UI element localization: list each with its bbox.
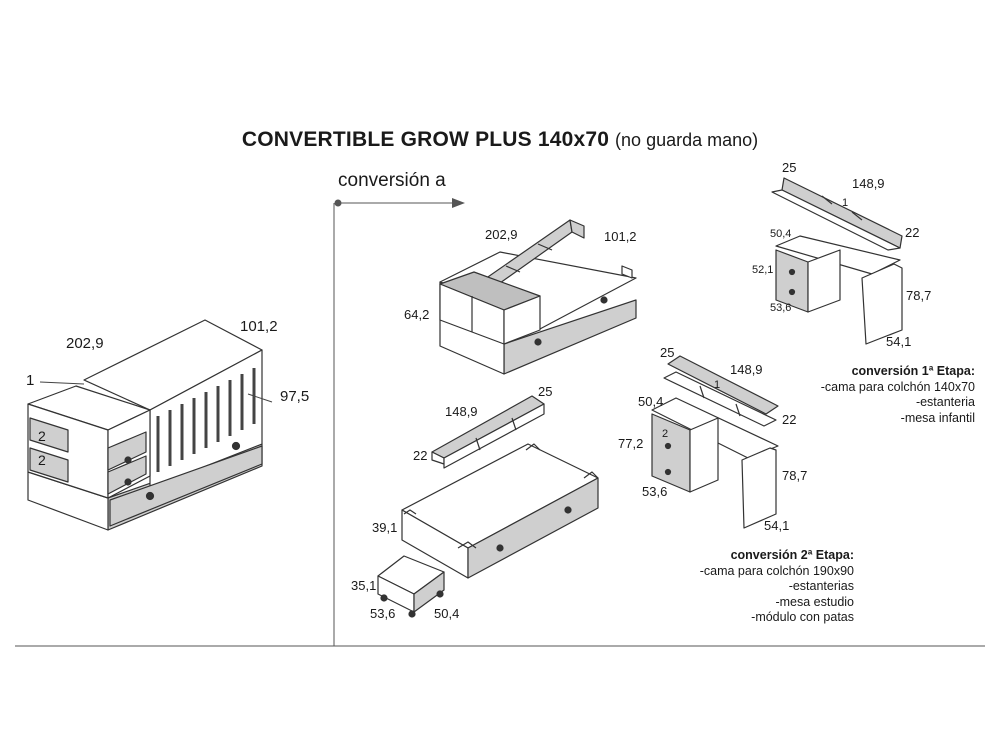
- desk2-width-label: 54,1: [764, 518, 790, 533]
- desk2-height-label: 78,7: [782, 468, 808, 483]
- crib-length-label: 202,9: [66, 335, 104, 352]
- crib-drawer-b-label: 2: [38, 452, 46, 468]
- desk2-shelf-length-label: 148,9: [730, 362, 763, 377]
- crib-drawer-a-label: 2: [38, 428, 46, 444]
- desk1-height-label: 78,7: [906, 288, 932, 303]
- bed1-length-label: 202,9: [485, 227, 518, 242]
- bed-stage2-drawing: [401, 443, 599, 579]
- module-depth-label: 50,4: [434, 606, 460, 621]
- desk1-drawer-height-label: 52,1: [752, 264, 774, 276]
- stage1-note: conversión 1ª Etapa: -cama para colchón …: [821, 364, 975, 426]
- stage2-note-line: -módulo con patas: [751, 610, 854, 624]
- desk1-top-depth-label: 50,4: [770, 228, 792, 240]
- shelf2-length-label: 148,9: [445, 404, 478, 419]
- desk1-shelf-depth-label: 25: [782, 160, 797, 175]
- bed1-depth-label: 101,2: [604, 229, 637, 244]
- stage2-note-line: -estanterias: [788, 579, 854, 593]
- desk2-top-depth-label: 50,4: [638, 394, 664, 409]
- desk1-width-label: 54,1: [886, 334, 912, 349]
- desk2-drawer-count-label: 2: [662, 428, 669, 440]
- bed-stage1-drawing: [439, 219, 637, 375]
- crib-drawing: [27, 319, 273, 531]
- title-subtitle: (no guarda mano): [615, 130, 759, 150]
- bed2-height-label: 39,1: [372, 520, 398, 535]
- shelf-stage2-drawing: [431, 395, 545, 469]
- desk2-drawer-height-label: 77,2: [618, 436, 644, 451]
- desk1-shelf-height-label: 22: [905, 225, 920, 240]
- conversion-arrow: [334, 198, 465, 208]
- stage2-note-line: -mesa estudio: [775, 594, 854, 609]
- stage2-note-heading: conversión 2ª Etapa:: [730, 548, 854, 562]
- desk2-shelf-height-label: 22: [782, 412, 797, 427]
- desk1-shelf-divider-label: 1: [842, 197, 849, 209]
- crib-height-label: 97,5: [280, 388, 310, 405]
- desk1-drawer-width-label: 53,6: [770, 302, 792, 314]
- stage1-note-line: -cama para colchón 140x70: [820, 379, 975, 394]
- module-stage2-drawing: [377, 555, 445, 618]
- crib-shelf-label: 1: [26, 372, 35, 389]
- stage1-note-heading: conversión 1ª Etapa:: [851, 364, 975, 378]
- desk-stage2-drawing: [651, 355, 779, 529]
- stage1-note-line: -mesa infantil: [900, 410, 975, 425]
- conversion-arrow-label: conversión a: [338, 170, 446, 191]
- desk2-drawer-width-label: 53,6: [642, 484, 668, 499]
- title-main: CONVERTIBLE GROW PLUS 140x70: [241, 128, 610, 151]
- stage1-note-line: -estanteria: [915, 395, 975, 409]
- shelf2-height-label: 22: [413, 448, 428, 463]
- crib-depth-label: 101,2: [240, 318, 278, 335]
- shelf2-depth-label: 25: [538, 384, 553, 399]
- diagram-title: CONVERTIBLE GROW PLUS 140x70 (no guarda …: [0, 128, 1000, 152]
- stage2-note: conversión 2ª Etapa: -cama para colchón …: [700, 548, 854, 626]
- module-width-label: 53,6: [370, 606, 396, 621]
- desk2-shelf-depth-label: 25: [660, 345, 675, 360]
- desk2-shelf-divider-label: 1: [714, 379, 721, 391]
- bed1-height-label: 64,2: [404, 307, 430, 322]
- stage2-note-line: -cama para colchón 190x90: [699, 563, 854, 578]
- desk1-shelf-length-label: 148,9: [852, 176, 885, 191]
- module-height-label: 35,1: [351, 578, 377, 593]
- desk-stage1-drawing: [771, 177, 903, 345]
